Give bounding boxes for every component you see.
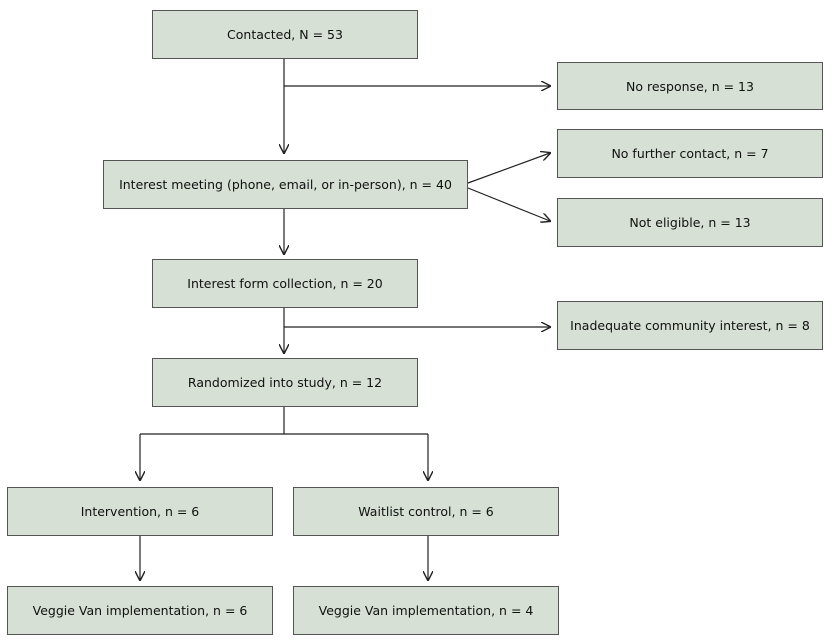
box-contacted: Contacted, N = 53 [152,10,418,59]
split-connector [140,407,285,435]
box-randomized: Randomized into study, n = 12 [152,358,418,407]
box-interest-meeting: Interest meeting (phone, email, or in-pe… [103,160,468,209]
box-intervention: Intervention, n = 6 [7,487,273,536]
arrow-to-not-eligible [467,187,550,221]
box-inadequate-interest: Inadequate community interest, n = 8 [557,301,823,350]
box-not-eligible: Not eligible, n = 13 [557,198,823,247]
arrow-to-no-further-contact [467,153,550,184]
box-implementation-intervention: Veggie Van implementation, n = 6 [7,586,273,635]
box-waitlist-control: Waitlist control, n = 6 [293,487,559,536]
box-implementation-waitlist: Veggie Van implementation, n = 4 [293,586,559,635]
box-interest-form: Interest form collection, n = 20 [152,259,418,308]
box-no-response: No response, n = 13 [557,62,823,110]
box-no-further-contact: No further contact, n = 7 [557,129,823,178]
